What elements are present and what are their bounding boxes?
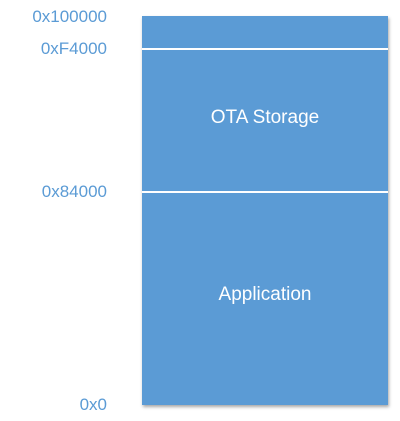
address-label-app-end: 0x84000 [41,182,107,201]
memory-block: OTA Storage Application [142,16,388,405]
divider-ota-start [142,48,388,50]
region-label-ota-storage: OTA Storage [210,107,320,128]
address-label-bottom: 0x0 [79,395,107,414]
address-label-top: 0x100000 [32,7,107,26]
divider-app-end [142,191,388,193]
region-label-application: Application [218,284,312,305]
address-label-ota-start: 0xF4000 [40,39,107,58]
